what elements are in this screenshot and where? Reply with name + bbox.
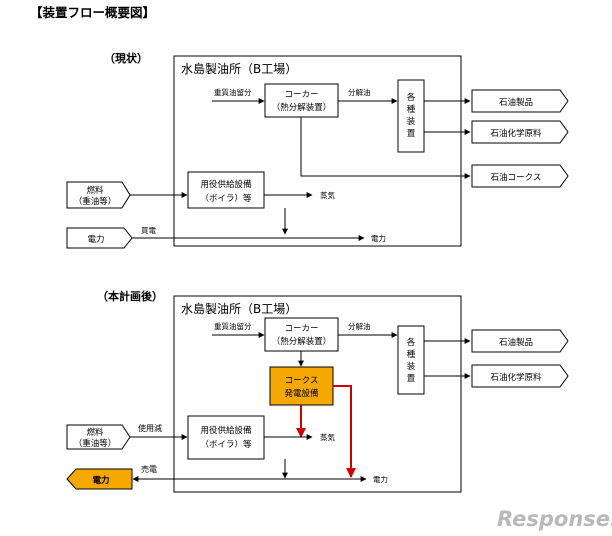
current-product-oil: 石油製品 — [499, 97, 533, 108]
current-product-coke: 石油コークス — [491, 172, 542, 183]
current-utility-label-1: 用役供給設備 — [200, 179, 252, 190]
planned-power-export: 電力 — [92, 475, 109, 486]
current-buy-power-label: 買電 — [141, 226, 156, 235]
planned-red-power-arrow — [333, 385, 356, 478]
planned-label: （本計画後） — [97, 289, 163, 303]
current-label: （現状） — [104, 51, 148, 65]
current-refinery-title: 水島製油所（B工場） — [181, 61, 297, 76]
planned-refinery-title: 水島製油所（B工場） — [181, 301, 297, 316]
current-coker-label-2: （熱分解装置） — [272, 102, 332, 113]
planned-product-oil: 石油製品 — [499, 337, 533, 348]
planned-section: （本計画後） 水島製油所（B工場） コーカー （熱分解装置） 重質油留分 分解油… — [66, 289, 569, 493]
planned-coke-power-label-2: 発電設備 — [284, 388, 319, 399]
current-heavy-oil-label: 重質油留分 — [214, 87, 252, 97]
planned-refinery-box — [173, 295, 462, 493]
current-power-source: 電力 — [87, 234, 104, 245]
page-title: 【装置フロー概要図】 — [30, 5, 155, 20]
current-coker-label-1: コーカー — [284, 90, 318, 100]
response-logo-text: Response. — [497, 507, 612, 531]
planned-coker-label-1: コーカー — [284, 324, 318, 334]
planned-cracked-oil-label: 分解油 — [348, 321, 371, 331]
current-section: （現状） 水島製油所（B工場） コーカー （熱分解装置） 重質油留分 分解油 各… — [66, 51, 569, 249]
response-logo: Response. — [497, 507, 612, 531]
planned-utility-label-2: （ボイラ）等 — [200, 439, 252, 450]
current-power-out-label: 電力 — [371, 233, 386, 243]
current-steam-label: 蒸気 — [320, 190, 335, 200]
current-product-chem: 石油化学原料 — [490, 128, 542, 139]
current-refinery-box — [173, 55, 462, 247]
current-utility-box — [187, 171, 265, 209]
current-fuel-label-2: （重油等） — [74, 196, 117, 207]
planned-power-export-shape — [66, 468, 133, 490]
current-product-oil-shape — [471, 89, 569, 113]
planned-fuel-shape — [66, 424, 131, 450]
current-fuel-label-1: 燃料 — [86, 185, 104, 196]
current-product-chem-shape — [471, 120, 569, 144]
planned-coker-label-2: （熱分解装置） — [272, 336, 332, 347]
planned-heavy-oil-label: 重質油留分 — [214, 321, 252, 331]
planned-various-units-label: 各種装置 — [407, 337, 416, 384]
planned-coke-power-label-1: コークス — [285, 376, 319, 386]
planned-product-chem: 石油化学原料 — [490, 372, 542, 383]
planned-fuel-label-2: （重油等） — [74, 438, 117, 449]
current-fuel-shape — [66, 181, 131, 209]
current-product-coke-shape — [471, 164, 569, 188]
current-utility-label-2: （ボイラ）等 — [200, 193, 252, 204]
current-coke-arrow — [300, 117, 471, 179]
current-power-shape — [66, 227, 133, 249]
planned-utility-box — [187, 415, 265, 460]
planned-sell-power-label: 売電 — [141, 464, 157, 474]
planned-steam-label: 蒸気 — [320, 432, 335, 442]
current-various-units-box — [397, 79, 425, 153]
current-cracked-oil-label: 分解油 — [348, 87, 371, 97]
planned-various-units-box — [397, 325, 425, 395]
planned-reduced-use-label: 使用減 — [138, 423, 162, 433]
current-various-units-label: 各種装置 — [407, 92, 416, 139]
planned-fuel-label-1: 燃料 — [86, 427, 104, 438]
planned-power-out-label: 電力 — [373, 474, 388, 484]
planned-product-chem-shape — [471, 364, 569, 388]
planned-product-oil-shape — [471, 329, 569, 353]
planned-utility-label-1: 用役供給設備 — [200, 425, 252, 436]
planned-coke-power-box — [269, 366, 334, 406]
planned-coker-box — [264, 317, 339, 352]
